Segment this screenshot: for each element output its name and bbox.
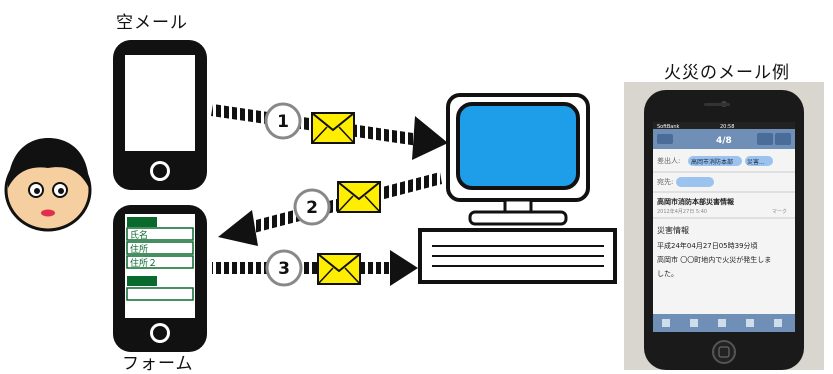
mail-counter: 4/8: [716, 136, 732, 146]
person-face: [6, 138, 90, 230]
phone-empty-mail: [113, 40, 207, 190]
date-line: 2012年4月27日 5:40: [657, 208, 707, 215]
form-field-name: 氏名: [130, 229, 148, 241]
arrow-step-2: 2: [218, 172, 442, 246]
phone-form: 氏名 住所 住所２: [113, 205, 207, 352]
mail-body-1: 平成24年04月27日05時39分頃: [657, 241, 758, 250]
to-label: 宛先:: [657, 177, 673, 186]
sender-line: 高岡市消防本部災害情報: [657, 197, 735, 206]
step-1-number: 1: [277, 112, 289, 132]
from-label: 差出人:: [657, 156, 680, 165]
form-field-address2: 住所２: [130, 257, 157, 269]
mail-heading: 災害情報: [657, 225, 689, 235]
form-field-address: 住所: [130, 243, 148, 255]
fire-mail-phone-photo: SoftBank 20:58 4/8 差出人: 高岡市消防本部 災害... 宛先…: [624, 82, 824, 370]
mail-body-3: した。: [657, 270, 678, 278]
from-value-2: 災害...: [747, 158, 765, 166]
step-2-number: 2: [306, 198, 318, 218]
from-value: 高岡市消防本部: [691, 158, 733, 166]
step-3-number: 3: [278, 259, 290, 279]
arrow-step-3: 3: [212, 250, 418, 286]
mark-label: マーク: [772, 209, 787, 215]
mail-body-2: 高岡市 〇〇町地内で火災が発生しま: [657, 255, 771, 264]
computer: [420, 95, 615, 282]
arrow-step-1: 1: [211, 104, 448, 160]
